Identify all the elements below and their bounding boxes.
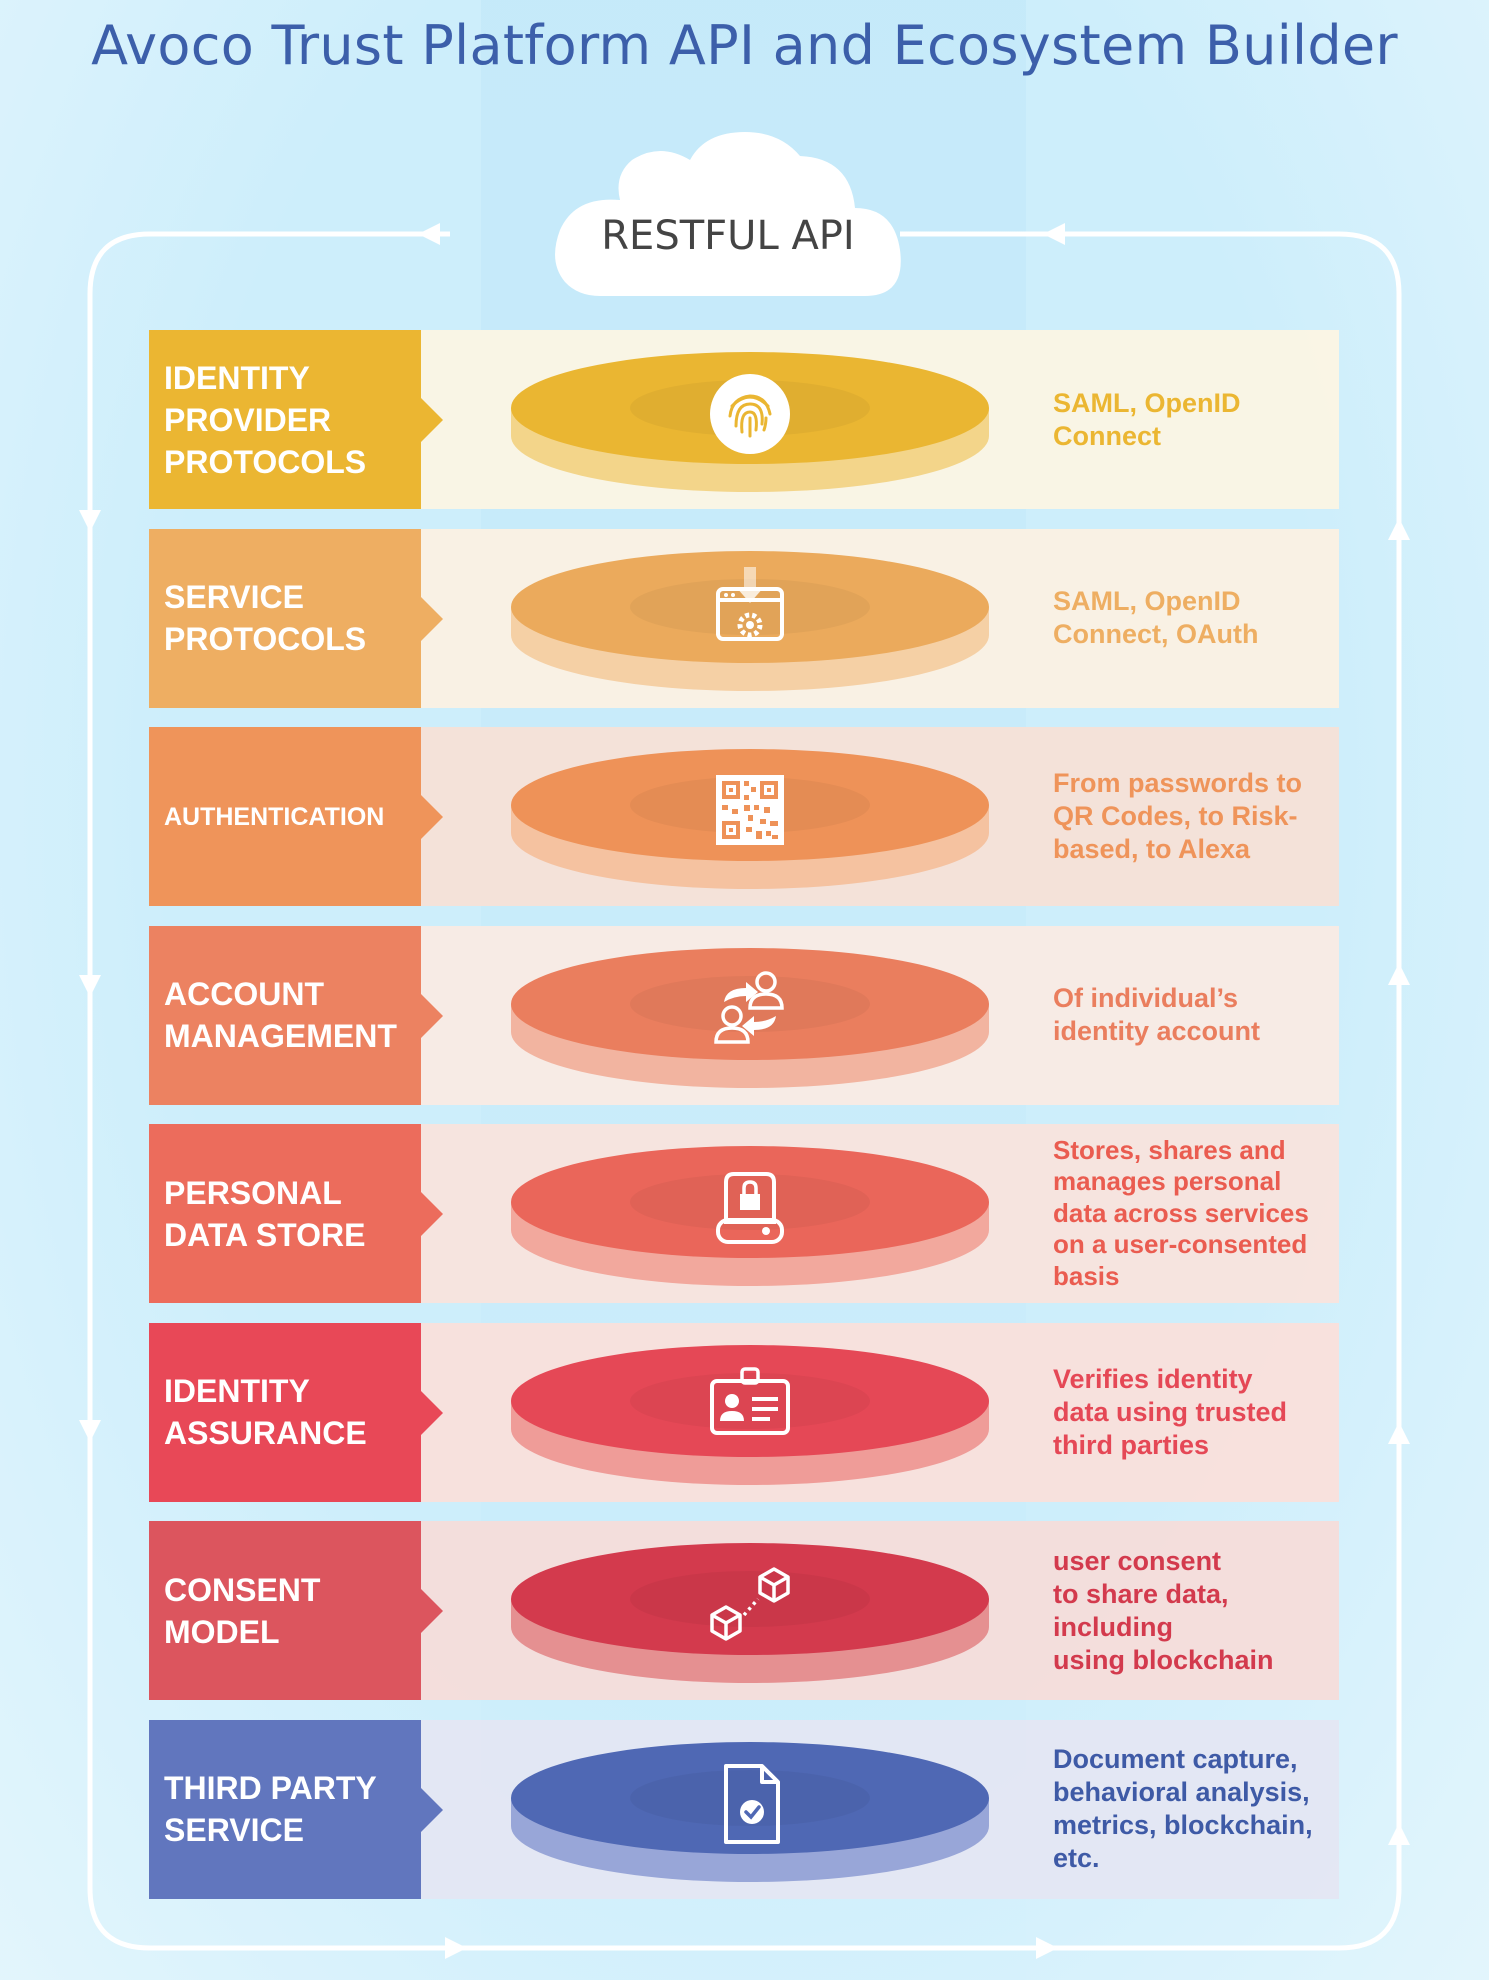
arrow-right-4 [1388,1823,1410,1845]
layer-label: CONSENT MODEL [164,1571,321,1650]
layer-description-block: Verifies identity data using trusted thi… [1053,1323,1338,1502]
layer-label-block: CONSENT MODEL [149,1521,421,1700]
layer-disc [511,1543,989,1683]
layer-description: Verifies identity data using trusted thi… [1053,1363,1288,1460]
layer-label: IDENTITY ASSURANCE [164,1373,367,1451]
layer-label-block: IDENTITY PROVIDER PROTOCOLS [149,330,421,509]
layer-description: Of individual’s identity account [1053,983,1261,1046]
layer-label-block: SERVICE PROTOCOLS [149,528,421,708]
layer-description-block: SAML, OpenID Connect, OAuth [1053,529,1338,708]
layer-label: PERSONAL DATA STORE [164,1174,366,1253]
qr-code-icon [716,775,784,845]
arrow-top-right [1043,223,1065,245]
label-pointer [421,1589,443,1633]
layer-row: CONSENT MODEL user consent to share data… [149,1521,1339,1700]
arrow-left-1 [79,510,101,532]
layer-description: From passwords to QR Codes, to Risk- bas… [1053,768,1303,864]
flow-loop [87,231,1402,1951]
arrow-right-2 [1388,963,1410,985]
layer-label-block: IDENTITY ASSURANCE [149,1322,421,1502]
layer-row: PERSONAL DATA STORE Stores, shares and m… [149,1124,1339,1303]
label-pointer [421,993,443,1038]
restful-api-label: RESTFUL API [601,213,855,259]
layer-label-block: AUTHENTICATION [149,727,421,906]
arrow-bottom-2 [1036,1937,1058,1959]
label-pointer [421,1390,443,1435]
layer-description-block: Of individual’s identity account [1053,926,1338,1105]
arrow-left-3 [79,1420,101,1442]
layer-row: IDENTITY PROVIDER PROTOCOLS SAML, OpenID… [149,330,1339,509]
cloud-shape [555,132,901,296]
layer-description-block: Document capture, behavioral analysis, m… [1053,1720,1338,1899]
arrow-right-1 [1388,518,1410,540]
layer-label-block: PERSONAL DATA STORE [149,1124,421,1303]
layer-row: IDENTITY ASSURANCE Verifies identity dat… [149,1322,1339,1502]
layer-description: Stores, shares and manages personal data… [1053,1134,1309,1291]
layer-row: AUTHENTICATION From passwords to QR Code… [149,727,1339,906]
layer-label: SERVICE PROTOCOLS [164,579,367,657]
layer-description: SAML, OpenID Connect, OAuth [1053,586,1259,649]
label-pointer [421,1787,443,1832]
layer-description: SAML, OpenID Connect [1053,387,1241,451]
arrow-left-2 [79,975,101,997]
arrow-top-left [418,223,440,245]
layer-description: Document capture, behavioral analysis, m… [1053,1744,1313,1873]
layer-label: ACCOUNT MANAGEMENT [164,976,397,1054]
layer-label-block: ACCOUNT MANAGEMENT [149,925,421,1105]
layer-label: AUTHENTICATION [164,802,385,831]
layer-description-block: From passwords to QR Codes, to Risk- bas… [1053,727,1338,906]
account-transfer-icon [714,970,784,1044]
browser-settings-icon [716,566,784,641]
layer-row: THIRD PARTY SERVICE Document capture, be… [149,1719,1339,1899]
arrow-right-3 [1388,1422,1410,1444]
verified-document-icon [724,1763,780,1844]
blockchain-cubes-icon [710,1567,790,1641]
label-pointer [421,398,443,442]
layer-label: IDENTITY PROVIDER PROTOCOLS [164,359,367,480]
layer-disc [511,1146,989,1286]
layer-disc [511,1344,989,1485]
layer-row: ACCOUNT MANAGEMENT Of individual’s ident… [149,925,1339,1105]
label-pointer [421,1192,443,1236]
id-card-icon [710,1366,790,1435]
label-pointer [421,795,443,839]
layer-description: user consent to share data, including us… [1053,1545,1274,1675]
fingerprint-icon [710,374,790,454]
label-pointer [421,596,443,641]
flow-arrows [79,223,1410,1959]
arrow-bottom-1 [445,1937,467,1959]
secure-drive-icon [716,1172,784,1244]
layer-label: THIRD PARTY SERVICE [164,1770,377,1848]
layer-label-block: THIRD PARTY SERVICE [149,1719,421,1899]
layer-row: SERVICE PROTOCOLS SAML, OpenID Connect, … [149,528,1339,708]
layer-description-block: Stores, shares and manages personal data… [1053,1124,1338,1303]
layer-description-block: user consent to share data, including us… [1053,1521,1338,1700]
layer-description-block: SAML, OpenID Connect [1053,330,1338,509]
page-title: Avoco Trust Platform API and Ecosystem B… [91,14,1398,77]
